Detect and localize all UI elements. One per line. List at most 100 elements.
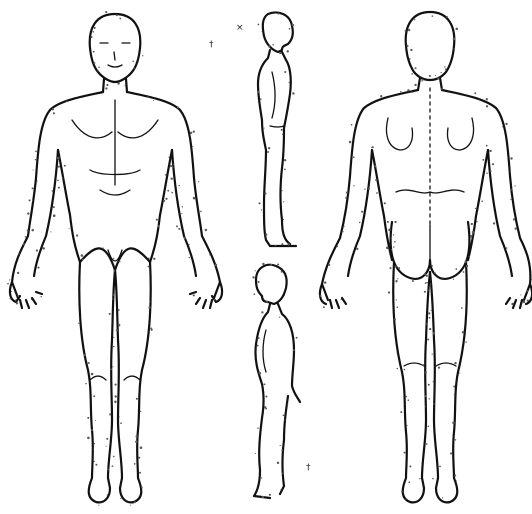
speckle-dot <box>414 84 416 86</box>
speckle-dot <box>52 108 54 110</box>
speckle-dot <box>33 170 34 171</box>
speckle-dot <box>433 381 435 383</box>
speckle-dot <box>37 267 39 269</box>
speckle-dot <box>98 505 99 506</box>
speckle-dot <box>57 157 60 160</box>
speckle-dot <box>58 166 60 168</box>
speckle-dot <box>353 185 354 186</box>
speckle-dot <box>37 180 38 181</box>
speckle-dot <box>513 218 515 220</box>
speckle-dot <box>257 337 259 339</box>
speckle-dot <box>7 283 9 285</box>
speckle-dot <box>189 257 190 258</box>
speckle-dot <box>384 202 386 204</box>
speckle-dot <box>502 126 503 127</box>
speckle-dot <box>124 85 126 87</box>
speckle-dot <box>450 452 452 454</box>
speckle-dot <box>374 165 376 167</box>
speckle-dot <box>148 306 150 308</box>
speckle-dot <box>393 246 395 248</box>
speckle-dot <box>356 248 358 250</box>
speckle-dot <box>168 157 169 158</box>
body-back-view <box>320 12 532 502</box>
speckle-dot <box>287 404 288 405</box>
speckle-dot <box>264 192 266 194</box>
speckle-dot <box>192 146 193 147</box>
speckle-dot <box>35 159 36 160</box>
speckle-dot <box>486 98 488 100</box>
speckle-dot <box>472 231 475 234</box>
speckle-dot <box>42 247 45 250</box>
speckle-dot <box>36 249 38 251</box>
speckle-dot <box>454 362 456 364</box>
speckle-dot <box>445 68 447 70</box>
speckle-dot <box>116 329 118 331</box>
speckle-dot <box>527 290 529 292</box>
speckle-dot <box>453 279 454 280</box>
speckle-dot <box>282 190 283 191</box>
speckle-dot <box>151 329 153 331</box>
speckle-dot <box>428 312 430 314</box>
speckle-dot <box>117 82 119 84</box>
speckle-dot <box>259 372 262 375</box>
speckle-dot <box>296 337 298 339</box>
speckle-dot <box>466 265 468 267</box>
speckle-dot <box>57 179 59 181</box>
speckle-dot <box>176 225 178 227</box>
speckle-dot <box>258 91 260 93</box>
speckle-dot <box>453 48 454 49</box>
speckle-dot <box>140 411 141 412</box>
speckle-dot <box>472 234 473 235</box>
speckle-dot <box>513 303 514 304</box>
speckle-dot <box>371 147 372 148</box>
speckle-dot <box>407 425 408 426</box>
speckle-dot <box>105 87 107 89</box>
back-head <box>406 12 455 80</box>
speckle-dot <box>455 439 456 440</box>
speckle-dot <box>172 167 173 168</box>
speckle-dot <box>198 181 199 182</box>
speckle-dot <box>113 337 114 338</box>
speckle-dot <box>349 141 352 144</box>
speckle-dot <box>414 19 415 20</box>
speckle-dot <box>424 291 426 293</box>
speckle-dot <box>93 31 95 33</box>
speckle-dot <box>200 211 202 213</box>
speckle-dot <box>419 478 420 479</box>
speckle-dot <box>389 267 391 269</box>
side-bottom-head <box>256 265 287 304</box>
speckle-dot <box>58 187 60 189</box>
speckle-dot <box>93 449 94 450</box>
speckle-dot <box>406 45 408 47</box>
speckle-dot <box>394 318 396 320</box>
speckle-dot <box>429 398 430 399</box>
speckle-dot <box>209 254 210 255</box>
speckle-dot <box>283 219 284 220</box>
speckle-dot <box>163 200 165 202</box>
speckle-dot <box>107 469 109 471</box>
speckle-dot <box>397 278 398 279</box>
speckle-dot <box>275 245 277 247</box>
side-top-head <box>263 13 293 53</box>
speckle-dot <box>463 271 465 273</box>
speckle-dot <box>91 373 94 376</box>
speckle-dot <box>184 237 186 239</box>
speckle-dot <box>284 169 286 171</box>
speckle-dot <box>319 295 321 297</box>
speckle-dot <box>136 435 138 437</box>
speckle-dot <box>264 128 265 129</box>
speckle-dot <box>388 291 390 293</box>
speckle-dot <box>459 373 460 374</box>
speckle-dot <box>93 461 95 463</box>
speckle-dot <box>345 197 347 199</box>
speckle-dot <box>157 225 159 227</box>
speckle-dot <box>398 267 400 269</box>
speckle-dot <box>292 92 294 94</box>
speckle-dot <box>482 159 484 161</box>
speckle-dot <box>446 16 448 18</box>
speckle-dot <box>205 229 207 231</box>
speckle-dot <box>395 265 397 267</box>
speckle-dot <box>156 219 158 221</box>
speckle-dot <box>422 79 424 81</box>
speckle-dot <box>90 36 92 38</box>
